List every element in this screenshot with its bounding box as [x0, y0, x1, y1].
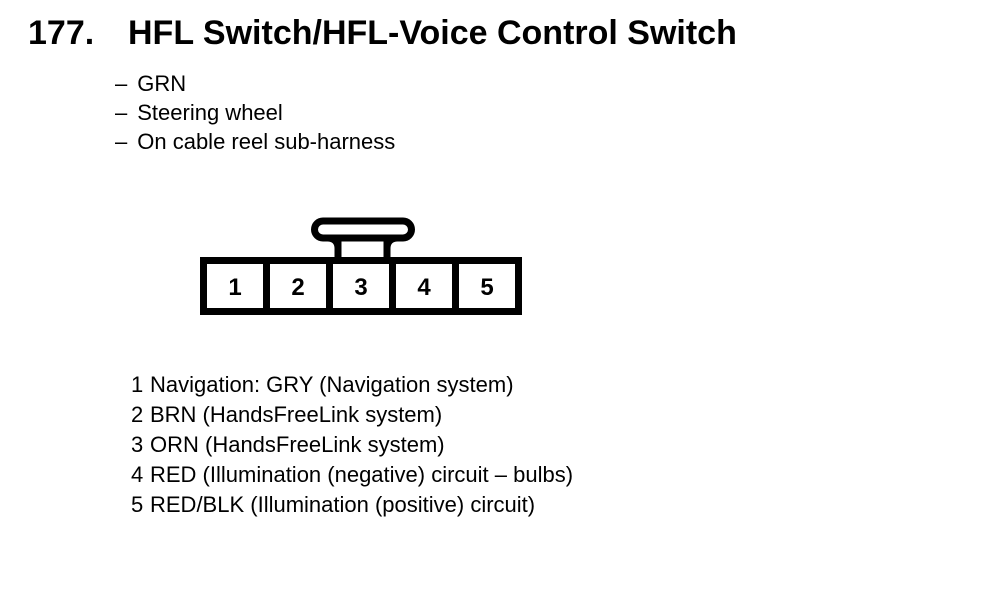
page-title: 177. HFL Switch/HFL-Voice Control Switch: [28, 16, 737, 50]
pin-number: 3: [131, 432, 144, 457]
pin-row: 1 Navigation: GRY (Navigation system): [131, 370, 573, 400]
dash-marker: –: [115, 71, 128, 96]
pin-number: 1: [131, 372, 144, 397]
title-text: HFL Switch/HFL-Voice Control Switch: [128, 14, 737, 52]
pin-number: 2: [131, 402, 144, 427]
pin-description: Navigation: GRY (Navigation system): [150, 372, 514, 397]
pin-row: 3 ORN (HandsFreeLink system): [131, 430, 573, 460]
pin-description: RED/BLK (Illumination (positive) circuit…: [150, 492, 536, 517]
dash-marker: –: [115, 129, 128, 154]
pin-row: 4 RED (Illumination (negative) circuit –…: [131, 460, 573, 490]
connector-cavity-4: 4: [396, 264, 452, 308]
pin-number: 5: [131, 492, 144, 517]
pin-number: 4: [131, 462, 144, 487]
pin-description: ORN (HandsFreeLink system): [150, 432, 445, 457]
connector-cavity-2: 2: [270, 264, 326, 308]
connector-body: 1 2 3 4 5: [200, 257, 522, 315]
attribute-item: – On cable reel sub-harness: [115, 127, 395, 156]
attribute-label: GRN: [137, 71, 187, 96]
connector-cavity-3: 3: [333, 264, 389, 308]
pin-description-list: 1 Navigation: GRY (Navigation system) 2 …: [131, 370, 573, 520]
pin-description: RED (Illumination (negative) circuit – b…: [150, 462, 574, 487]
item-number: 177.: [28, 14, 95, 52]
pin-row: 5 RED/BLK (Illumination (positive) circu…: [131, 490, 573, 520]
attribute-label: On cable reel sub-harness: [137, 129, 396, 154]
attribute-item: – Steering wheel: [115, 98, 395, 127]
pin-description: BRN (HandsFreeLink system): [150, 402, 443, 427]
pin-row: 2 BRN (HandsFreeLink system): [131, 400, 573, 430]
attribute-label: Steering wheel: [137, 100, 283, 125]
dash-marker: –: [115, 100, 128, 125]
attribute-item: – GRN: [115, 69, 395, 98]
connector-lock-tab-icon: [311, 217, 416, 265]
attribute-list: – GRN – Steering wheel – On cable reel s…: [115, 69, 395, 156]
connector-cavity-1: 1: [207, 264, 263, 308]
connector-cavity-5: 5: [459, 264, 515, 308]
